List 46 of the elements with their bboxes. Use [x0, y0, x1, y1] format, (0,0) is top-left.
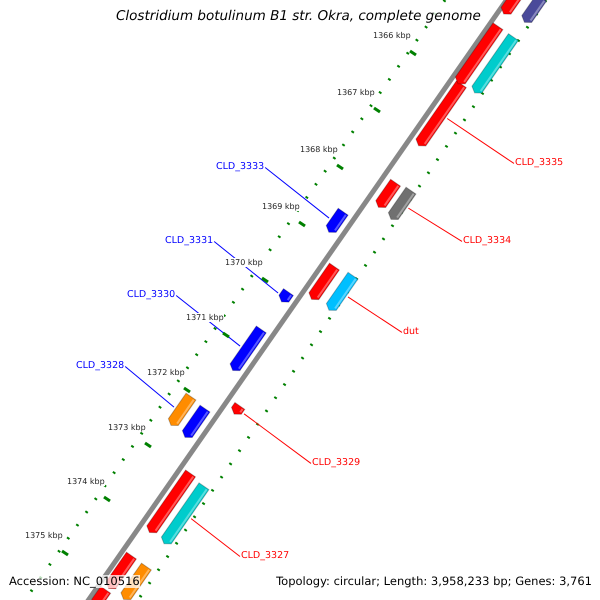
genome-summary-text: Topology: circular; Length: 3,958,233 bp; Genes: 3,761: [276, 575, 592, 588]
gene-label: dut: [403, 327, 419, 338]
gene-bar: [521, 0, 548, 23]
title: Clostridium botulinum B1 str. Okra, complete genome: [116, 9, 481, 25]
gene-bar: [168, 392, 197, 426]
tick-label: 1369 kbp: [262, 202, 300, 212]
accession-text: Accession: NC_010516: [9, 575, 140, 588]
gene-bar: [415, 80, 468, 146]
gene-label: CLD_3329: [312, 458, 360, 469]
gene-bar: [160, 482, 210, 544]
leader-line: [244, 413, 312, 464]
gene-label: CLD_3327: [241, 551, 290, 562]
gene-bar: [278, 288, 294, 303]
tick-label: 1366 kbp: [373, 31, 411, 40]
leader-line: [124, 366, 174, 408]
leader-line: [347, 296, 402, 333]
gene-bar: [182, 404, 211, 438]
gene-label: CLD_3328: [76, 361, 124, 372]
tick-label: 1375 kbp: [25, 531, 63, 540]
gene-bar: [375, 178, 402, 208]
leader-line: [408, 208, 462, 242]
gene-bar: [454, 22, 504, 84]
leader-line: [190, 518, 240, 557]
leader-line: [446, 118, 514, 164]
gene-bar: [230, 325, 267, 372]
tick-label: 1372 kbp: [147, 368, 185, 378]
gene-label: CLD_3330: [127, 290, 176, 301]
tick-label: 1374 kbp: [67, 477, 105, 486]
gene-bar: [230, 402, 246, 415]
gene-label: CLD_3335: [515, 158, 564, 169]
tick-label: 1373 kbp: [108, 423, 146, 432]
tick-label: 1371 kbp: [186, 313, 224, 322]
gene-bar: [471, 32, 520, 94]
gene-label: CLD_3334: [463, 236, 512, 247]
gene-bar: [500, 0, 522, 15]
gene-bar: [326, 208, 349, 233]
tick-label: 1370 kbp: [225, 258, 263, 268]
gene-label: CLD_3331: [165, 236, 214, 247]
tick-label: 1368 kbp: [300, 145, 338, 154]
leader-line: [264, 166, 330, 219]
gene-label: CLD_3333: [216, 162, 264, 173]
gene-bar: [326, 272, 359, 311]
gene-bar: [146, 469, 196, 534]
gene-bar: [388, 186, 417, 220]
tick-label: 1367 kbp: [337, 88, 375, 98]
gene-bar: [308, 262, 340, 300]
